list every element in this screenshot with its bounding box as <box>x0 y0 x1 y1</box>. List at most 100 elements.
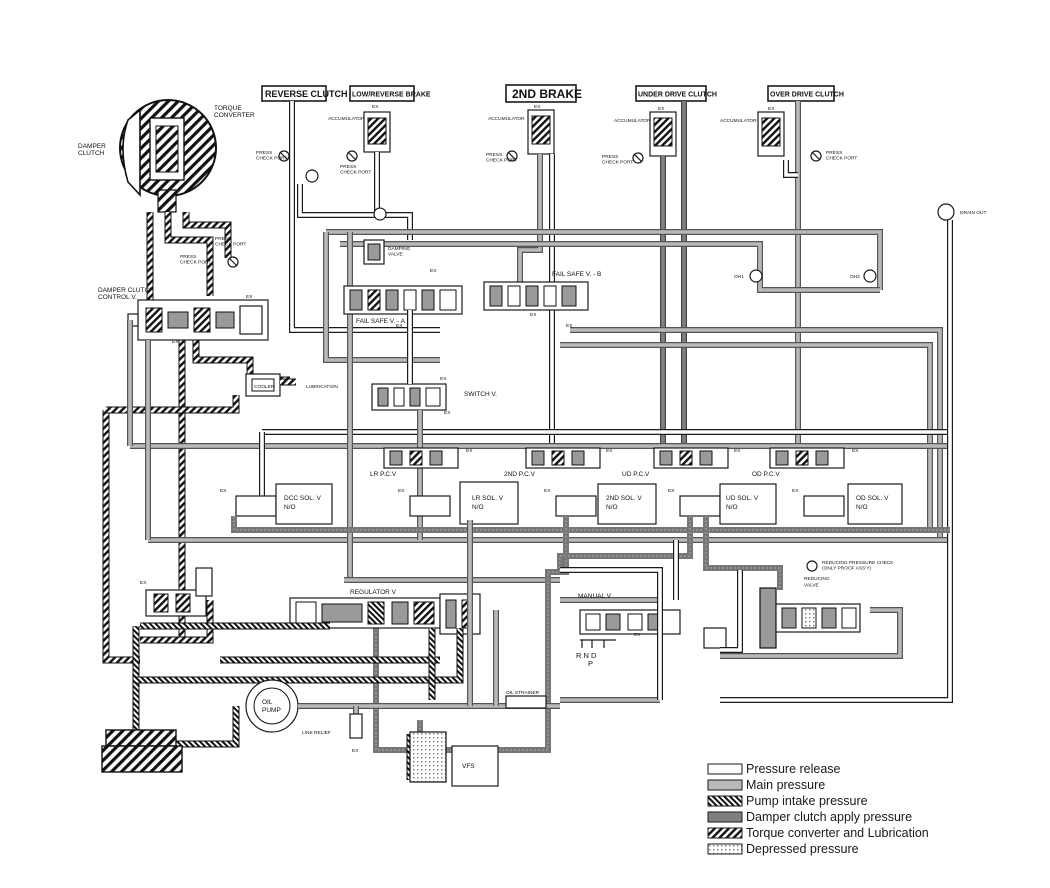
cooler-label: COOLER <box>254 384 275 390</box>
od-pcv <box>769 447 845 469</box>
svg-text:Torque converter and Lubricati: Torque converter and Lubrication <box>746 826 929 840</box>
2nd-pcv-label: 2ND P.C.V <box>504 471 536 478</box>
ex-label: EX <box>634 632 641 638</box>
ex-label: EX <box>466 448 473 454</box>
svg-text:Damper clutch apply pressure: Damper clutch apply pressure <box>746 810 912 824</box>
svg-text:Depressed pressure: Depressed pressure <box>746 842 859 856</box>
ex-label: EX <box>396 323 403 329</box>
ex-label: EX <box>372 104 379 110</box>
ex-label: EX <box>544 488 551 494</box>
check-ball <box>373 207 387 221</box>
ex-label: EX <box>220 488 227 494</box>
regulator-valve-label: REGULATOR V <box>350 589 397 596</box>
ex-label: EX <box>668 488 675 494</box>
legend-item-depressed: Depressed pressure <box>707 842 859 856</box>
manual-valve <box>579 609 727 649</box>
header-2nd-brake: 2ND BRAKE <box>505 84 582 103</box>
vfs-valve <box>409 731 499 787</box>
drain-out-label: DRAIN OUT <box>960 210 986 216</box>
2nd-pcv <box>525 447 601 469</box>
svg-text:UNDER DRIVE CLUTCH: UNDER DRIVE CLUTCH <box>638 92 717 99</box>
legend: Pressure release Main pressure Pump inta… <box>707 762 929 856</box>
oh2-label: OH2 <box>850 274 860 280</box>
oil-strainer <box>505 695 547 709</box>
svg-text:2ND BRAKE: 2ND BRAKE <box>512 87 582 101</box>
svg-text:REVERSE CLUTCH: REVERSE CLUTCH <box>265 89 348 99</box>
fail-safe-valve-a <box>343 285 463 315</box>
fail-safe-b-label: FAIL SAFE V. - B <box>552 271 601 278</box>
accumulator-label: ACCUMULATOR <box>488 116 525 122</box>
ud-pcv <box>653 447 729 469</box>
lr-pcv <box>383 447 459 469</box>
legend-item-main: Main pressure <box>707 778 825 792</box>
lubrication-label: LUBRICATION <box>306 384 338 390</box>
header-reverse-clutch: REVERSE CLUTCH <box>261 85 348 102</box>
accumulator-label: ACCUMULATOR <box>328 116 365 122</box>
od-solenoid <box>803 483 903 525</box>
accumulator-label: ACCUMULATOR <box>614 118 651 124</box>
fail-safe-a-label: FAIL SAFE V. - A <box>356 318 406 325</box>
ex-label: EX <box>768 106 775 112</box>
line-relief-label: LINE RELIEF <box>302 730 331 736</box>
line-relief-valve <box>349 713 363 739</box>
torque-converter <box>119 99 217 213</box>
reducing-valve <box>759 587 861 649</box>
shift-positions: R N D <box>576 651 597 660</box>
ex-label: EX <box>534 104 541 110</box>
torque-converter-valve <box>145 567 213 617</box>
vfs-label: VFS <box>462 763 475 770</box>
lower-release-loops <box>560 540 903 700</box>
ex-label: EX <box>606 448 613 454</box>
oil-pump <box>245 679 299 733</box>
header-over-drive-clutch: OVER DRIVE CLUTCH <box>767 85 844 102</box>
oil-sump <box>101 729 183 773</box>
ex-label: EX <box>352 748 359 754</box>
regulator-valve <box>289 593 481 635</box>
header-low-reverse-brake: LOW/REVERSE BRAKE <box>349 85 431 102</box>
ex-label: EX <box>440 376 447 382</box>
oil-strainer-label: OIL STRAINER <box>506 690 540 696</box>
od-pcv-label: OD P.C.V <box>752 471 780 478</box>
ex-label: EX <box>566 323 573 329</box>
reducing-check-label: REDUCING PRESSURE CHECK(ONLY PROOF ASS'Y… <box>822 560 894 572</box>
accumulator-od <box>757 111 785 157</box>
accumulator-2nd <box>527 109 555 155</box>
ud-solenoid <box>679 483 777 525</box>
accumulator-lr <box>363 111 391 153</box>
park-position: P <box>588 659 593 668</box>
oh-check-balls <box>749 203 955 283</box>
reducing-check-port-icon <box>806 560 818 572</box>
torque-converter-lines <box>102 212 290 664</box>
dcc-solenoid <box>235 483 333 525</box>
ex-label: EX <box>172 339 179 345</box>
clutch-supply-lines <box>289 101 801 455</box>
legend-item-pump: Pump intake pressure <box>707 794 868 808</box>
pump-intake-lines <box>132 622 464 780</box>
fail-safe-valve-b <box>483 281 589 311</box>
manual-valve-label: MANUAL V <box>578 593 612 600</box>
svg-text:OVER DRIVE CLUTCH: OVER DRIVE CLUTCH <box>770 92 844 99</box>
lr-solenoid <box>409 481 519 525</box>
main-bus-lines <box>127 220 953 703</box>
ex-label: EX <box>430 268 437 274</box>
2nd-solenoid <box>555 483 657 525</box>
lr-pcv-label: LR P.C.V <box>370 471 397 478</box>
ex-label: EX <box>530 312 537 318</box>
damper-clutch-control-valve <box>127 299 269 341</box>
